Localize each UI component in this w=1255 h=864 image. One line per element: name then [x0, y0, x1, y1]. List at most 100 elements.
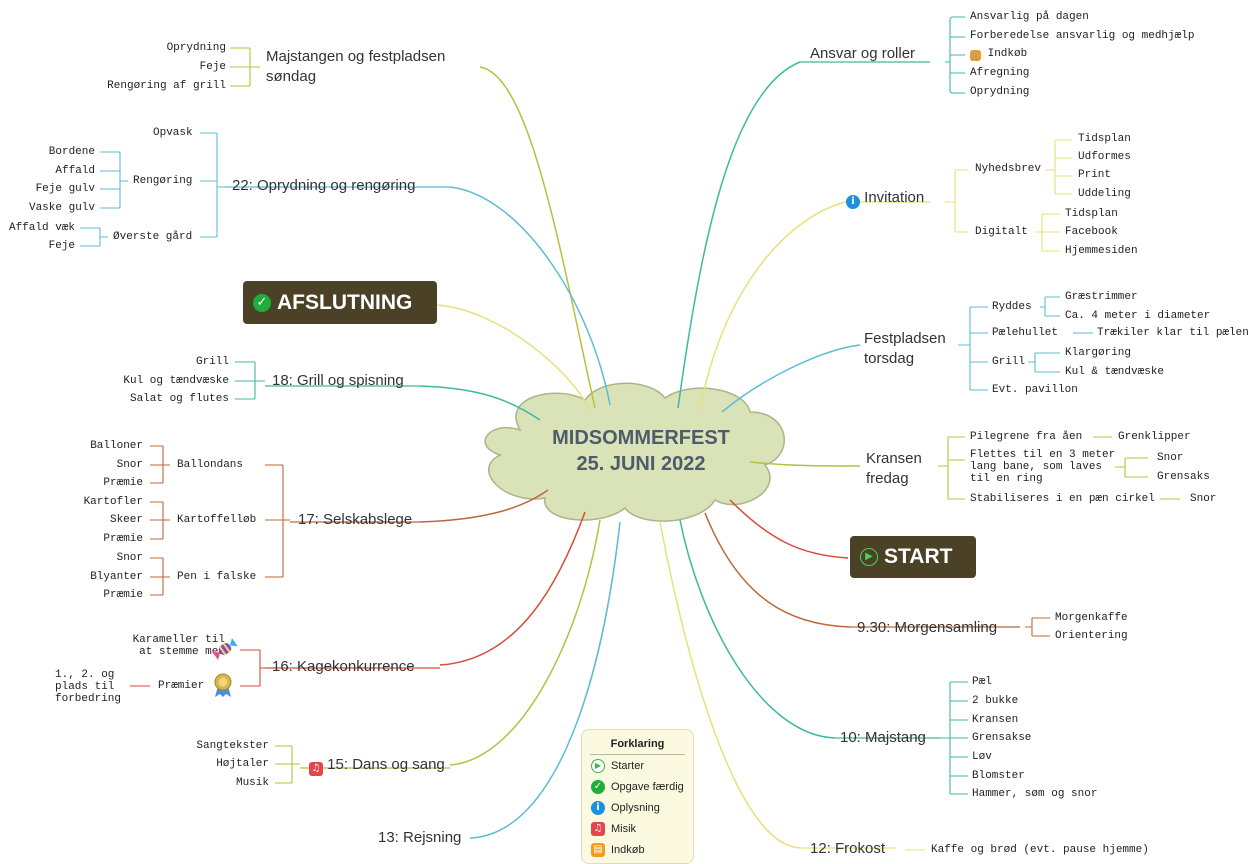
karameller-node[interactable]: Karameller til at stemme med: [133, 634, 225, 658]
topic-majstang[interactable]: 10: Majstang: [840, 729, 926, 746]
overste-node[interactable]: Øverste gård: [113, 231, 193, 243]
grill-item[interactable]: Klargøring: [1065, 347, 1132, 359]
morgen-item[interactable]: Morgenkaffe: [1055, 612, 1128, 624]
ballondans-item[interactable]: Præmie: [103, 477, 143, 489]
frokost-item[interactable]: Kaffe og brød (evt. pause hjemme): [931, 844, 1149, 856]
nyhedsbrev-item[interactable]: Udformes: [1078, 151, 1131, 163]
dans-item[interactable]: Højtaler: [216, 758, 269, 770]
legend-label: Misik: [611, 822, 637, 835]
grill-node[interactable]: Grill: [992, 356, 1026, 368]
pen-item[interactable]: Præmie: [103, 589, 143, 601]
topic-selskabslege[interactable]: 17: Selskabslege: [298, 511, 413, 528]
digitalt-item[interactable]: Tidsplan: [1065, 208, 1118, 220]
central-topic[interactable]: MIDSOMMERFEST 25. JUNI 2022: [520, 425, 762, 477]
topic-morgensamling[interactable]: 9.30: Morgensamling: [857, 619, 998, 636]
legend-label: Indkøb: [611, 843, 645, 856]
ballondans-node[interactable]: Ballondans: [177, 459, 244, 471]
flettes-item[interactable]: Grensaks: [1157, 471, 1210, 483]
stabiliseres-item[interactable]: Snor: [1190, 493, 1217, 505]
grill-item[interactable]: Kul & tændvæske: [1065, 366, 1165, 378]
rengoring-node[interactable]: Rengøring: [133, 175, 193, 187]
majstang-item[interactable]: Løv: [972, 751, 992, 763]
ansvar-item[interactable]: Afregning: [970, 67, 1030, 79]
majstangen-item[interactable]: Oprydning: [166, 42, 226, 54]
morgen-item[interactable]: Orientering: [1055, 630, 1128, 642]
majstang-item[interactable]: 2 bukke: [972, 695, 1019, 707]
topic-invitation[interactable]: i Invitation: [846, 189, 924, 209]
pen-item[interactable]: Blyanter: [90, 571, 143, 583]
topic-festpladsen[interactable]: Festpladsen torsdag: [864, 329, 946, 370]
afslutning-banner[interactable]: ✓ AFSLUTNING: [243, 281, 437, 324]
praemier-item-line: forbedring: [55, 693, 122, 706]
topic-kransen-line1: Kransen: [866, 450, 922, 467]
nyhedsbrev-item[interactable]: Tidsplan: [1078, 133, 1131, 145]
grill-spisning-item[interactable]: Salat og flutes: [129, 393, 229, 405]
praemier-item[interactable]: 1., 2. og plads til forbedring: [55, 669, 121, 705]
topic-kransen[interactable]: Kransen fredag: [866, 449, 922, 490]
ansvar-item-indkob[interactable]: 🛒 Indkøb: [970, 48, 1027, 61]
digitalt-item[interactable]: Hjemmesiden: [1065, 245, 1138, 257]
overste-item[interactable]: Feje: [48, 240, 75, 252]
rengoring-item[interactable]: Vaske gulv: [28, 202, 95, 214]
afslutning-label: AFSLUTNING: [277, 290, 413, 314]
topic-majstangen-sondag[interactable]: Majstangen og festpladsen søndag: [266, 47, 445, 88]
topic-frokost[interactable]: 12: Frokost: [810, 840, 886, 857]
legend-title: Forklaring: [590, 738, 685, 755]
grill-spisning-item[interactable]: Kul og tændvæske: [123, 375, 229, 387]
legend-label: Opgave færdig: [611, 780, 684, 793]
digitalt-item[interactable]: Facebook: [1065, 226, 1118, 238]
nyhedsbrev-node[interactable]: Nyhedsbrev: [975, 163, 1042, 175]
rengoring-item[interactable]: Feje gulv: [35, 183, 95, 195]
kartoffel-item[interactable]: Præmie: [103, 533, 143, 545]
topic-kagekonkurrence[interactable]: 16: Kagekonkurrence: [272, 658, 415, 675]
opvask-node[interactable]: Opvask: [153, 127, 193, 139]
rengoring-item[interactable]: Affald: [55, 165, 95, 177]
start-banner[interactable]: ▶ START: [850, 536, 976, 578]
paelehullet-item[interactable]: Trækiler klar til pælen: [1097, 327, 1249, 339]
topic-oprydning[interactable]: 22: Oprydning og rengøring: [232, 177, 416, 194]
dans-item[interactable]: Sangtekster: [196, 740, 269, 752]
topic-kransen-line2: fredag: [866, 470, 909, 488]
majstang-item[interactable]: Hammer, søm og snor: [972, 788, 1098, 800]
stabiliseres-node[interactable]: Stabiliseres i en pæn cirkel: [970, 493, 1155, 505]
praemier-node[interactable]: Præmier: [158, 680, 205, 692]
nyhedsbrev-item[interactable]: Print: [1078, 169, 1112, 181]
ansvar-item[interactable]: Forberedelse ansvarlig og medhjælp: [970, 30, 1195, 42]
pilegrene-item[interactable]: Grenklipper: [1118, 431, 1191, 443]
pen-item[interactable]: Snor: [116, 552, 143, 564]
majstang-item[interactable]: Pæl: [972, 676, 992, 688]
ryddes-node[interactable]: Ryddes: [992, 301, 1032, 313]
flettes-item[interactable]: Snor: [1157, 452, 1184, 464]
majstangen-item[interactable]: Rengøring af grill: [107, 80, 226, 92]
rengoring-item[interactable]: Bordene: [48, 146, 95, 158]
ballondans-item[interactable]: Balloner: [90, 440, 143, 452]
majstang-item[interactable]: Blomster: [972, 770, 1025, 782]
majstangen-item[interactable]: Feje: [199, 61, 226, 73]
ryddes-item[interactable]: Ca. 4 meter i diameter: [1065, 310, 1211, 322]
majstang-item[interactable]: Grensakse: [972, 732, 1032, 744]
overste-item[interactable]: Affald væk: [8, 222, 75, 234]
pen-node[interactable]: Pen i falske: [177, 571, 257, 583]
pilegrene-node[interactable]: Pilegrene fra åen: [970, 431, 1083, 443]
paelehullet-node[interactable]: Pælehullet: [992, 327, 1059, 339]
digitalt-node[interactable]: Digitalt: [975, 226, 1028, 238]
topic-ansvar[interactable]: Ansvar og roller: [810, 45, 916, 62]
topic-dans-sang[interactable]: ♫ 15: Dans og sang: [309, 756, 445, 776]
grill-spisning-item[interactable]: Grill: [195, 356, 229, 368]
ansvar-item[interactable]: Ansvarlig på dagen: [970, 11, 1089, 23]
nyhedsbrev-item[interactable]: Uddeling: [1078, 188, 1131, 200]
topic-grill-spisning[interactable]: 18: Grill og spisning: [272, 372, 404, 389]
majstang-item[interactable]: Kransen: [972, 714, 1019, 726]
kartoffel-item[interactable]: Skeer: [109, 514, 143, 526]
check-icon: ✓: [253, 293, 271, 312]
central-title-line1: MIDSOMMERFEST: [552, 427, 730, 449]
ryddes-item[interactable]: Græstrimmer: [1065, 291, 1138, 303]
topic-rejsning[interactable]: 13: Rejsning: [378, 829, 462, 846]
flettes-node[interactable]: Flettes til en 3 meter lang bane, som la…: [970, 449, 1115, 485]
pavillon-node[interactable]: Evt. pavillon: [992, 384, 1078, 396]
ansvar-item[interactable]: Oprydning: [970, 86, 1030, 98]
dans-item[interactable]: Musik: [235, 777, 269, 789]
kartoffel-node[interactable]: Kartoffelløb: [177, 514, 257, 526]
ballondans-item[interactable]: Snor: [116, 459, 143, 471]
kartoffel-item[interactable]: Kartofler: [83, 496, 143, 508]
